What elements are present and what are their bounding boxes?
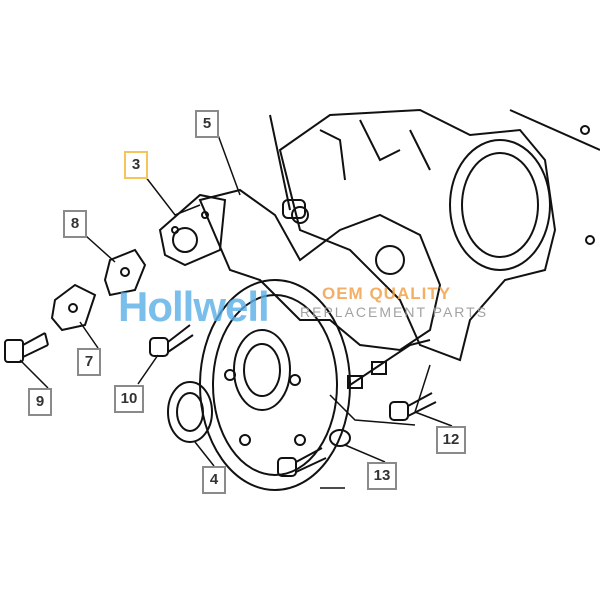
- pipe-fitting: [371, 361, 387, 375]
- washer-13: [329, 429, 351, 447]
- callout-8[interactable]: 8: [63, 210, 87, 238]
- cover-plate-8: [103, 248, 147, 297]
- callout-5[interactable]: 5: [195, 110, 219, 138]
- cover-fitting: [282, 199, 306, 219]
- bolt-lower: [277, 447, 327, 477]
- gasket-hole: [201, 211, 209, 219]
- leader-lines: [19, 134, 453, 489]
- oil-pipe: [349, 339, 431, 386]
- oil-seal: [167, 381, 213, 443]
- bolt-12: [389, 392, 437, 421]
- watermark-tagline-1: OEM QUALITY: [322, 284, 452, 303]
- engine-housing: [278, 108, 557, 362]
- bolt-hole: [239, 434, 251, 446]
- callout-12[interactable]: 12: [436, 426, 466, 454]
- plate-hole: [120, 267, 130, 277]
- bolt-hole: [580, 125, 590, 135]
- cover-boss: [375, 245, 405, 275]
- block-edge: [509, 109, 600, 151]
- callout-3[interactable]: 3: [124, 151, 148, 179]
- pipe-fitting: [347, 375, 363, 389]
- bell-housing: [449, 139, 551, 271]
- bolt-9: [4, 332, 49, 363]
- cover-plate-7: [50, 283, 97, 332]
- crank-bore: [233, 329, 291, 411]
- bolt-10: [149, 324, 194, 357]
- callout-7[interactable]: 7: [77, 348, 101, 376]
- gasket: [158, 193, 227, 267]
- block-ribs: [319, 119, 431, 181]
- watermark-logo: Hollwell: [118, 283, 270, 330]
- cover-boss: [291, 206, 309, 224]
- plate-hole: [68, 303, 78, 313]
- callout-9[interactable]: 9: [28, 388, 52, 416]
- callout-4[interactable]: 4: [202, 466, 226, 494]
- oil-seal-inner: [176, 392, 204, 432]
- crank-bore-inner: [243, 343, 281, 397]
- bolt-hole: [294, 434, 306, 446]
- gasket-hole: [171, 226, 179, 234]
- front-plate-rim: [212, 294, 338, 476]
- bolt-hole: [585, 235, 595, 245]
- timing-cover: [198, 188, 442, 352]
- bell-housing-inner: [461, 152, 539, 258]
- bolt-hole: [289, 374, 301, 386]
- bolt-hole: [224, 369, 236, 381]
- callout-13[interactable]: 13: [367, 462, 397, 490]
- leader-line: [269, 114, 291, 211]
- gasket-hole: [172, 227, 198, 253]
- watermark-tagline-2: REPLACEMENT PARTS: [300, 304, 489, 320]
- callout-10[interactable]: 10: [114, 385, 144, 413]
